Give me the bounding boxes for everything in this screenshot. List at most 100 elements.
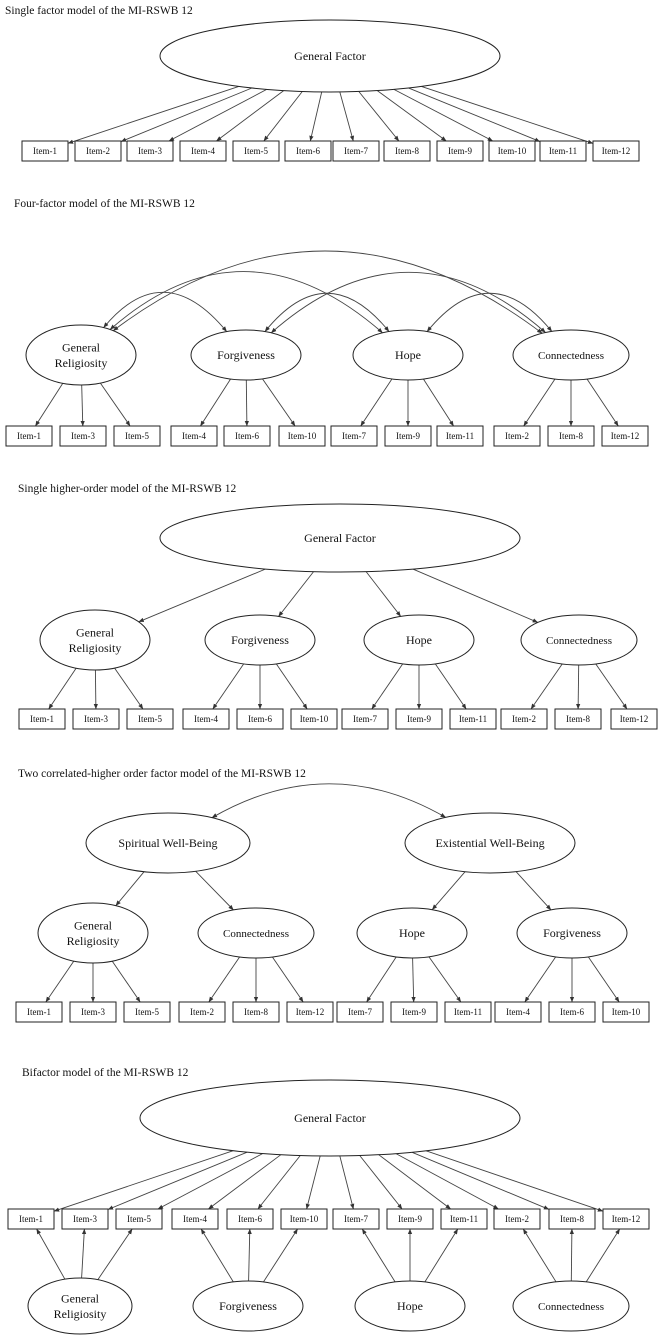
item-label: Item-7 [344,146,368,156]
item-label: Item-10 [288,431,317,441]
factor-label: Forgiveness [543,926,601,940]
path-gr-i5 [100,382,131,427]
latent-factor: Hope [363,614,475,666]
path-fo-i4 [212,663,245,710]
factor-ellipse [204,614,316,666]
item-label: Item-6 [248,714,272,724]
path-fo-i4 [200,378,231,427]
item-rect [232,1001,280,1023]
item-box: Item-3 [59,425,107,447]
item-label: Item-2 [505,1214,529,1224]
item-rect [395,708,443,730]
item-rect [548,1001,596,1023]
factor-ellipse [190,329,302,381]
factor-ellipse [85,812,251,874]
item-box: Item-6 [223,425,271,447]
item-label: Item-10 [290,1214,319,1224]
item-rect [493,425,541,447]
factor-ellipse [39,609,151,671]
path-gr-i1 [48,667,77,710]
path-g-i10 [305,1155,321,1210]
item-label: Item-1 [27,1007,51,1017]
item-box: Item-8 [547,425,595,447]
factor-ellipse [37,902,149,964]
item-label: Item-12 [620,714,649,724]
item-label: Item-8 [560,1214,584,1224]
path-co-i12 [585,1228,621,1283]
path-g-i10 [393,89,494,142]
item-label: Item-8 [395,146,419,156]
item-label: Item-3 [73,1214,97,1224]
item-label: Item-6 [296,146,320,156]
item-box: Item-4 [182,708,230,730]
factor-label: Spiritual Well-Being [118,836,217,850]
path-g-i12 [421,85,594,144]
path-g-i7 [339,1155,355,1210]
factor-label: Religiosity [54,1307,107,1321]
factor-label: Forgiveness [231,633,289,647]
item-label: Item-5 [138,714,162,724]
item-box: Item-12 [286,1001,334,1023]
item-label: Item-4 [194,714,218,724]
item-rect [179,140,227,162]
factor-label: Connectedness [538,1301,604,1313]
item-box: Item-3 [69,1001,117,1023]
item-box: Item-12 [592,140,640,162]
factor-label: Religiosity [67,934,120,948]
path-gr-i3 [93,669,98,710]
path-g-i2 [120,87,253,143]
item-rect [223,425,271,447]
item-rect [286,1001,334,1023]
item-label: Item-9 [396,431,420,441]
item-box: Item-6 [236,708,284,730]
path-g-i6 [257,1155,301,1210]
correlation-fo-ho [264,292,390,332]
item-label: Item-11 [450,1214,478,1224]
path-fo-i10 [587,956,620,1003]
correlation-gr-ho [109,271,383,334]
item-box: Item-4 [179,140,227,162]
path-g-co [412,568,539,623]
item-box: Item-6 [226,1208,274,1230]
item-label: Item-2 [190,1007,214,1017]
item-rect [547,425,595,447]
item-rect [554,708,602,730]
item-label: Item-1 [17,431,41,441]
item-label: Item-4 [182,431,206,441]
factor-label: Religiosity [55,356,108,370]
factor-ellipse [356,907,468,959]
item-rect [548,1208,596,1230]
item-box: Item-1 [7,1208,55,1230]
item-box: Item-9 [395,708,443,730]
item-label: Item-10 [300,714,329,724]
path-gr-i5 [111,960,141,1003]
path-co-i2 [522,1228,557,1283]
item-label: Item-6 [235,431,259,441]
item-rect [113,425,161,447]
item-label: Item-8 [559,431,583,441]
item-rect [18,708,66,730]
item-box: Item-5 [126,708,174,730]
item-label: Item-5 [125,431,149,441]
item-rect [115,1208,163,1230]
factor-ellipse [192,1280,304,1332]
item-label: Item-12 [602,146,631,156]
item-rect [284,140,332,162]
path-g-i6 [309,91,323,142]
item-box: Item-9 [436,140,484,162]
item-label: Item-1 [30,714,54,724]
factor-label: Connectedness [223,928,289,940]
item-label: Item-11 [459,714,487,724]
panel-p3: General FactorGeneralReligiosityForgiven… [18,503,658,730]
item-box: Item-5 [113,425,161,447]
path-ho-i11 [424,1228,459,1283]
path-g-i12 [425,1150,604,1212]
factor-ellipse [197,907,315,959]
item-box: Item-11 [449,708,497,730]
item-rect [602,1001,650,1023]
item-rect [72,708,120,730]
